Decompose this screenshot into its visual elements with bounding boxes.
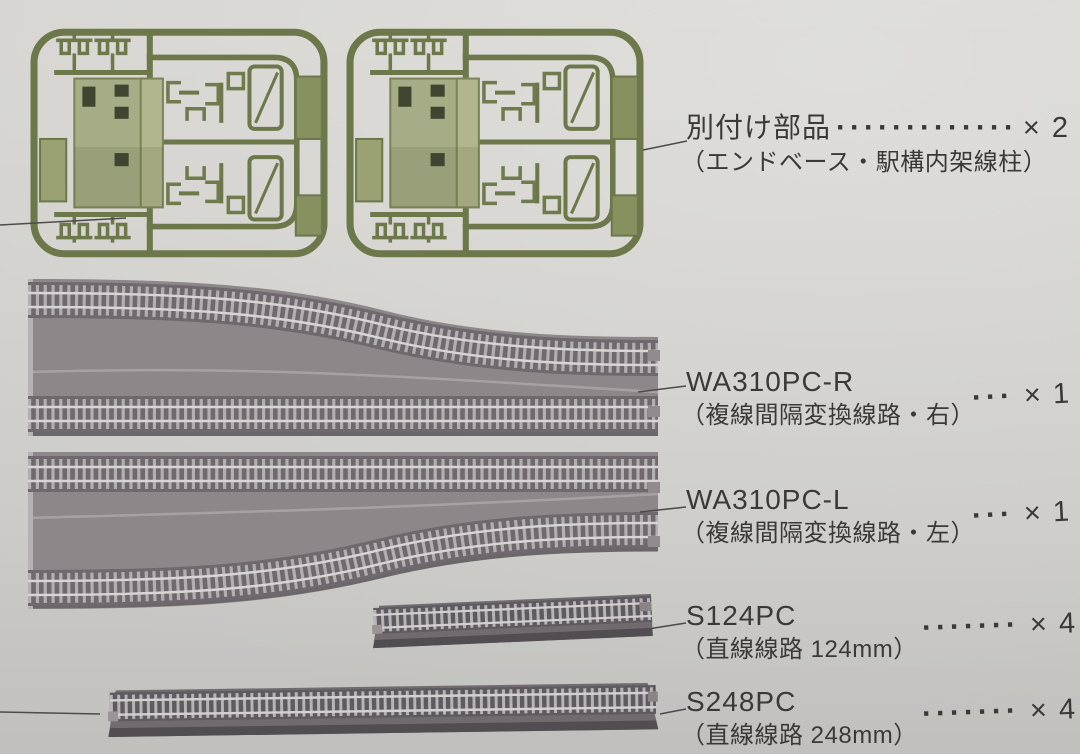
label-wa310pc-r: WA310PC-R （複線間隔変換線路・右） ··· × 1 xyxy=(681,366,1080,431)
leader-line-s248pc xyxy=(659,708,687,715)
part-description: （複線間隔変換線路・右） xyxy=(681,402,975,429)
stray-line-top-left xyxy=(0,217,127,226)
stray-line-bottom-left xyxy=(0,711,101,715)
part-code: 別付け部品 xyxy=(686,112,832,143)
part-description: （エンドベース・駅構内架線柱） xyxy=(681,149,1048,176)
leader-dots: ············· xyxy=(836,111,1018,144)
leader-line-wa310pc-l xyxy=(639,506,687,513)
part-code: S248PC xyxy=(686,686,797,717)
leader-dots: ··· xyxy=(971,379,1015,415)
part-description: （直線線路 248mm） xyxy=(681,722,918,749)
label-wa310pc-l: WA310PC-L （複線間隔変換線路・左） ··· × 1 xyxy=(681,484,1080,549)
part-quantity: × 1 xyxy=(1023,495,1072,530)
label-s124pc: S124PC （直線線路 124mm） ······· × 4 xyxy=(681,600,1080,665)
part-description: （複線間隔変換線路・左） xyxy=(681,520,975,547)
label-s248pc: S248PC （直線線路 248mm） ······· × 4 xyxy=(681,686,1080,751)
leader-line-accessory xyxy=(642,140,688,151)
s124pc-track-figure xyxy=(371,588,653,656)
part-quantity: × 4 xyxy=(1029,693,1078,727)
leader-line-s124pc xyxy=(647,622,687,630)
leader-dots: ··· xyxy=(971,497,1015,533)
leader-line-wa310pc-r xyxy=(637,385,687,393)
label-accessory-parts: 別付け部品 ············· × 2 （エンドベース・駅構内架線柱） xyxy=(681,111,1080,178)
part-quantity: × 2 xyxy=(1022,112,1070,144)
part-quantity: × 1 xyxy=(1023,377,1072,412)
part-description: （直線線路 124mm） xyxy=(681,636,918,663)
part-code: WA310PC-L xyxy=(686,484,850,515)
part-code: WA310PC-R xyxy=(686,366,855,397)
part-code: S124PC xyxy=(686,600,797,631)
leader-dots: ······· xyxy=(921,694,1021,731)
leader-dots: ······· xyxy=(921,608,1021,645)
part-quantity: × 4 xyxy=(1029,607,1078,641)
